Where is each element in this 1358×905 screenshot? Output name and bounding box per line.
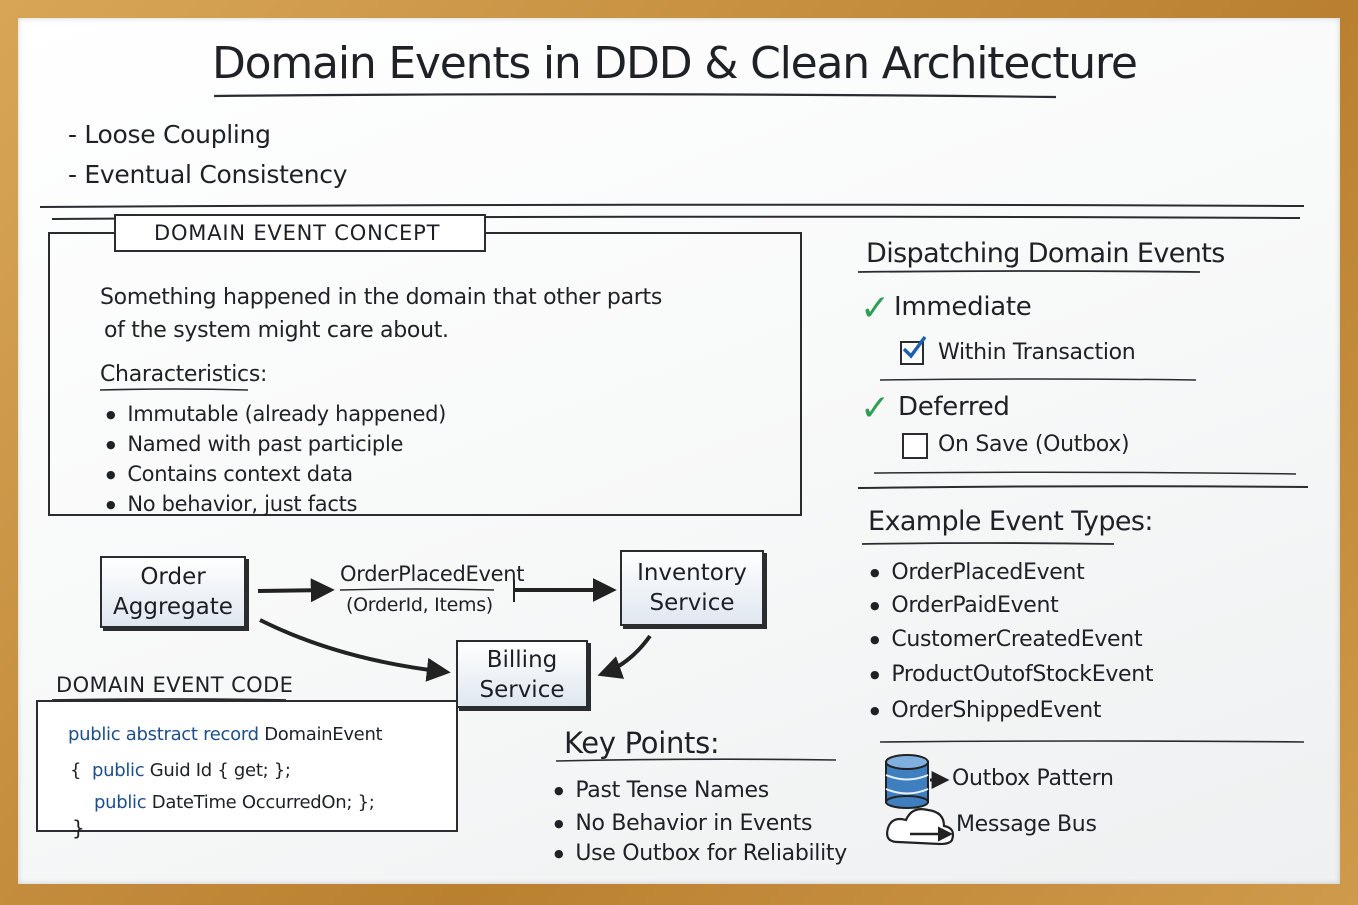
check-mark-icon: ✓	[860, 388, 890, 429]
billing-service-node: Billing Service	[456, 640, 588, 708]
checkbox-check-icon	[902, 335, 927, 359]
divider-right-section	[857, 485, 1309, 489]
code-line-2: { public Guid Id { get; };	[70, 760, 291, 781]
characteristics-underline	[99, 388, 249, 391]
on-save-checkbox[interactable]	[902, 433, 928, 459]
title-underline	[213, 93, 1057, 99]
inventory-service-node: Inventory Service	[620, 550, 764, 626]
characteristic-item: Immutable (already happened)	[106, 402, 446, 426]
example-event-item: CustomerCreatedEvent	[870, 627, 1142, 652]
code-keyword: public abstract record	[68, 724, 259, 745]
node-label-line: Billing	[486, 647, 558, 673]
outbox-pattern-label: Outbox Pattern	[952, 766, 1114, 791]
characteristic-item: No behavior, just facts	[106, 492, 357, 516]
example-event-item: OrderPaidEvent	[870, 593, 1058, 618]
database-icon	[885, 754, 950, 809]
examples-heading: Example Event Types:	[868, 506, 1153, 537]
order-aggregate-node: Order Aggregate	[100, 556, 246, 628]
code-text: DateTime OccurredOn; };	[151, 792, 375, 813]
event-params: (OrderId, Items)	[346, 594, 493, 616]
deferred-label: Deferred	[898, 392, 1010, 422]
within-transaction-checkbox[interactable]	[900, 335, 927, 365]
code-text: Guid Id { get; };	[149, 760, 291, 781]
code-block	[36, 700, 458, 832]
code-heading-underline	[51, 698, 287, 701]
dispatching-underline	[857, 270, 1201, 273]
key-point-item: Use Outbox for Reliability	[554, 841, 847, 866]
example-event-item: ProductOutofStockEvent	[870, 662, 1153, 687]
event-label: OrderPlacedEvent	[340, 562, 525, 586]
arrow-aggregate-to-event	[257, 578, 335, 603]
node-label-line: Service	[479, 677, 565, 703]
example-event-item: OrderPlacedEvent	[870, 560, 1085, 585]
characteristic-item: Contains context data	[106, 462, 353, 486]
check-mark-icon: ✓	[860, 288, 890, 329]
concept-heading-box: DOMAIN EVENT CONCEPT	[114, 214, 486, 252]
intro-item: - Loose Coupling	[68, 120, 271, 149]
dispatching-heading: Dispatching Domain Events	[866, 238, 1225, 269]
node-label-line: Aggregate	[113, 594, 233, 620]
on-save-label: On Save (Outbox)	[938, 432, 1130, 457]
code-line-1: public abstract record DomainEvent	[68, 724, 383, 745]
characteristic-item: Named with past participle	[106, 432, 403, 456]
code-keyword: public	[92, 760, 145, 781]
page-title: Domain Events in DDD & Clean Architectur…	[212, 38, 1138, 89]
examples-underline	[861, 542, 1115, 545]
code-brace: {	[70, 760, 82, 781]
concept-description-line: of the system might care about.	[104, 318, 449, 343]
node-label-line: Service	[649, 590, 735, 616]
code-keyword: public	[94, 792, 147, 813]
concept-heading: DOMAIN EVENT CONCEPT	[154, 221, 441, 245]
divider-immediate	[879, 378, 1197, 381]
divider-deferred	[873, 471, 1297, 475]
node-label-line: Order	[140, 564, 206, 590]
cloud-icon	[886, 808, 955, 846]
code-line-4: }	[72, 816, 85, 840]
message-bus-label: Message Bus	[956, 812, 1097, 837]
divider-top-1	[39, 203, 1305, 208]
intro-item: - Eventual Consistency	[68, 160, 348, 189]
event-label-underline	[339, 588, 495, 591]
key-point-item: Past Tense Names	[554, 778, 769, 803]
key-points-heading: Key Points:	[564, 726, 720, 760]
divider-examples-end	[879, 740, 1305, 743]
characteristics-label: Characteristics:	[100, 362, 268, 387]
within-transaction-label: Within Transaction	[938, 340, 1136, 365]
immediate-label: Immediate	[894, 292, 1032, 322]
key-point-item: No Behavior in Events	[554, 811, 812, 836]
code-heading: DOMAIN EVENT CODE	[56, 673, 294, 697]
arrow-inventory-to-billing	[597, 634, 652, 679]
example-event-item: OrderShippedEvent	[870, 698, 1101, 723]
key-points-underline	[555, 758, 837, 762]
code-text: DomainEvent	[264, 724, 383, 745]
code-line-3: public DateTime OccurredOn; };	[94, 792, 375, 813]
concept-description-line: Something happened in the domain that ot…	[100, 285, 662, 310]
arrow-aggregate-to-billing	[259, 618, 451, 682]
node-label-line: Inventory	[637, 560, 747, 586]
